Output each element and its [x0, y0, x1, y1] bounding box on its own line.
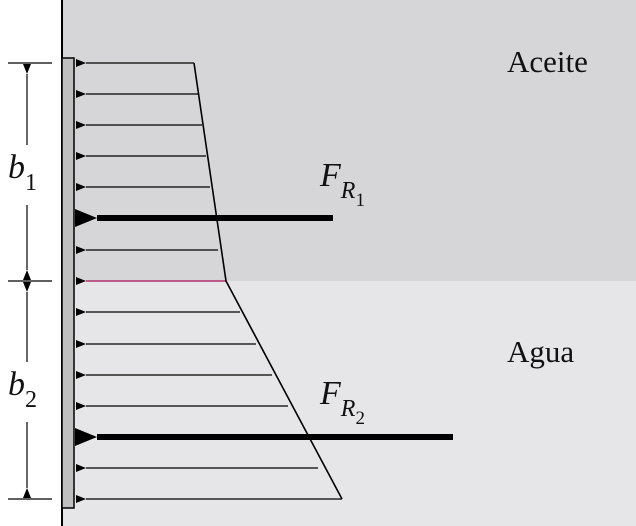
- force-label-fr1: FR1: [319, 157, 365, 211]
- force-sub-subscript: 1: [355, 190, 365, 211]
- force-symbol: F: [319, 157, 342, 194]
- dimension-symbol: b: [8, 366, 25, 403]
- dimension-subscript: 1: [25, 170, 37, 196]
- dimension-symbol: b: [8, 149, 25, 186]
- dimension-label-b2: b2: [8, 366, 37, 413]
- water-layer-label: Agua: [507, 334, 574, 369]
- wall-plate: [61, 57, 75, 509]
- dimension-subscript: 2: [25, 387, 37, 413]
- force-label-fr2: FR2: [319, 375, 365, 429]
- pressure-envelope: [193, 62, 343, 500]
- dimension-label-b1: b1: [8, 149, 37, 196]
- force-subscript: R: [340, 396, 356, 422]
- oil-layer-label: Aceite: [507, 44, 588, 79]
- oil-layer-region: [62, 0, 636, 281]
- dimension-lines: [8, 62, 52, 500]
- force-sub-subscript: 2: [355, 408, 365, 429]
- water-pressure-arrows: [76, 308, 342, 503]
- oil-pressure-arrows: [76, 59, 218, 254]
- water-layer-region: [62, 281, 636, 526]
- force-symbol: F: [319, 375, 342, 412]
- force-subscript: R: [340, 178, 356, 204]
